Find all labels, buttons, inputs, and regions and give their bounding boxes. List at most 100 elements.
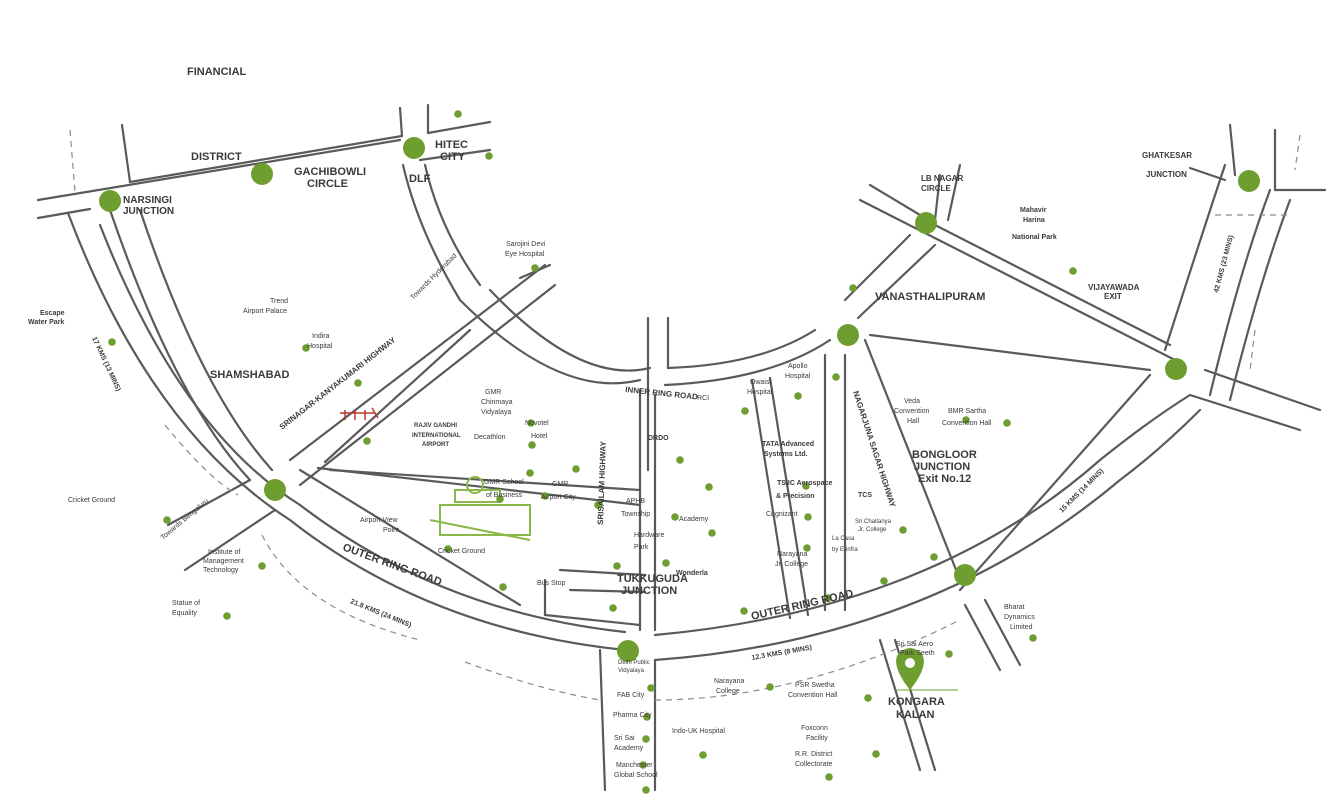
sri-acad-l2: Academy	[614, 745, 644, 752]
bongloor-l3: Exit No.12	[918, 473, 971, 485]
bmr-l1: BMR Sartha	[948, 408, 986, 415]
bmr-l2: Convention Hall	[942, 420, 992, 427]
landmark-dot	[496, 495, 504, 503]
junction-dot	[617, 640, 639, 662]
gachibowli-l2: CIRCLE	[307, 178, 348, 190]
area-district: DISTRICT	[191, 151, 242, 163]
novotel-l1: Novotel	[525, 420, 549, 427]
lbnagar-l2: CIRCLE	[921, 184, 951, 193]
psr-l1: PSR Swetha	[795, 682, 835, 689]
junction-dot	[915, 212, 937, 234]
narayana-col-l2: College	[716, 688, 740, 695]
landmark-dot	[794, 392, 802, 400]
hardware-l2: Park	[634, 544, 649, 551]
airport-symbol	[340, 407, 379, 420]
psr-l2: Convention Hall	[788, 692, 838, 699]
landmark-dot	[1069, 267, 1077, 275]
tata-l2: Systems Ltd.	[764, 451, 808, 458]
tsic-l2: & Precision	[776, 493, 815, 500]
chaitanya-l2: Jr. College	[858, 527, 887, 533]
distance-12: 12.3 KMS (8 MINS)	[751, 644, 812, 661]
landmark-dot	[1029, 634, 1037, 642]
apollo-l2: Hospital	[785, 373, 811, 380]
aphb-l2: Township	[621, 511, 650, 518]
landmark-dot	[639, 761, 647, 769]
landmark-dot	[609, 604, 617, 612]
distance-15: 15 KMS (14 MINS)	[1058, 468, 1105, 515]
vijayawada-l2: EXIT	[1104, 292, 1122, 301]
vijayawada-l1: VIJAYAWADA	[1088, 283, 1140, 292]
apollo-l1: Apollo	[788, 363, 808, 370]
landmark-dot	[705, 483, 713, 491]
sri-acad-l1: Sri Sai	[614, 735, 635, 742]
distance-42: 42 KMS (23 MINS)	[1213, 235, 1235, 294]
landmark-dot	[572, 465, 580, 473]
bharat-l1: Bharat	[1004, 604, 1025, 611]
junction-dot	[403, 137, 425, 159]
gmr-school-l1: GMR School	[484, 479, 524, 486]
hardware-l1: Hardware	[634, 532, 664, 539]
landmark-dot	[642, 735, 650, 743]
delhi-vid-l2: Vidyalaya	[618, 668, 645, 674]
inner-ring-label: INNER RING ROAD	[625, 385, 699, 402]
rr-l2: Collectorate	[795, 761, 832, 768]
landmark-dot	[647, 684, 655, 692]
gmr-chin-l3: Vidyalaya	[481, 409, 511, 416]
gachibowli-l1: GACHIBOWLI	[294, 166, 366, 178]
hitec-l2: CITY	[440, 151, 466, 163]
cricket-center: Cricket Ground	[438, 548, 485, 555]
wonderla: Wonderla	[676, 570, 708, 577]
dlf-label: DLF	[409, 173, 431, 185]
tukkuguda-l2: JUNCTION	[621, 585, 677, 597]
decathlon: Decathlon	[474, 434, 506, 441]
sri-aero-l1: Sri Sai Aero	[896, 641, 933, 648]
mahavir-l3: National Park	[1012, 234, 1057, 241]
tata-l1: TATA Advanced	[762, 441, 814, 448]
roads	[36, 103, 1327, 792]
veda-l3: Hall	[907, 418, 920, 425]
viewpoint-l1: Airport View	[360, 517, 399, 524]
academy: Academy	[679, 516, 709, 523]
manchester-l1: Manchester	[616, 762, 653, 769]
junction-dot	[837, 324, 859, 346]
landmark-dot	[302, 344, 310, 352]
srinagar-label: SRINAGAR-KANYAKUMARI HIGHWAY	[278, 335, 398, 432]
novotel-l2: Hotel	[531, 433, 548, 440]
landmark-dot	[662, 559, 670, 567]
landmark-dot	[527, 419, 535, 427]
landmark-dot	[354, 379, 362, 387]
landmark-dot	[930, 553, 938, 561]
landmark-dot	[594, 501, 602, 509]
landmark-dot	[541, 492, 549, 500]
landmark-dot	[802, 482, 810, 490]
gmr-city-l2: Airport City	[541, 494, 576, 501]
gmr-school-l2: of Business	[486, 492, 523, 499]
landmark-dot	[832, 373, 840, 381]
landmark-dot	[825, 773, 833, 781]
gmr-city-l1: GMR	[552, 481, 568, 488]
escape-l1: Escape	[40, 310, 65, 317]
landmark-dot	[864, 694, 872, 702]
towards-hyd-label: Towards Hyderabad	[409, 252, 458, 301]
srisailam-label: SRISAILAM HIGHWAY	[596, 440, 608, 525]
veda-l1: Veda	[904, 398, 920, 405]
landmark-dot	[849, 284, 857, 292]
indira-l1: Indira	[312, 333, 330, 340]
landmark-dot	[880, 577, 888, 585]
trend-l1: Trend	[270, 298, 288, 305]
trend-l2: Airport Palace	[243, 308, 287, 315]
landmark-dot	[528, 441, 536, 449]
statue-l2: Equality	[172, 610, 197, 617]
narsingi-l2: JUNCTION	[123, 206, 174, 217]
narayana-jr-l1: Narayana	[777, 551, 807, 558]
sarojini-l2: Eye Hospital	[505, 251, 545, 258]
landmark-dot	[708, 529, 716, 537]
bharat-l3: Limited	[1010, 624, 1033, 631]
rgia-l3: AIRPORT	[422, 442, 449, 448]
junction-dot	[1238, 170, 1260, 192]
bongloor-l1: BONGLOOR	[912, 449, 977, 461]
landmark-dot	[671, 513, 679, 521]
